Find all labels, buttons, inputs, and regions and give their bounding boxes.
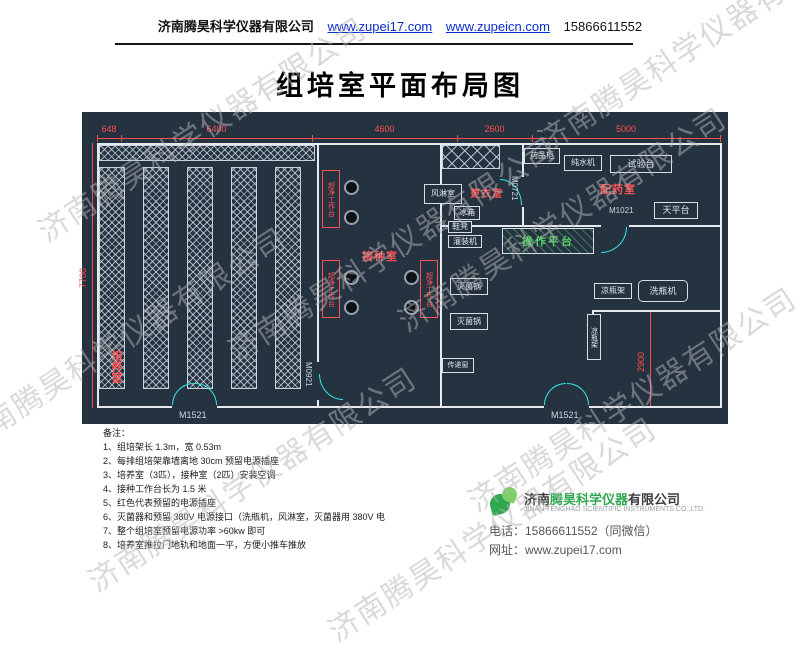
stool — [344, 270, 359, 285]
dimension-value: 6400 — [206, 124, 227, 134]
footer-company-part: 济南 — [524, 492, 551, 507]
note-item: 2、每排组培架靠墙离地 30cm 预留电源插座 — [103, 456, 280, 466]
footer-company-part: 腾昊科学仪器 — [550, 492, 629, 507]
culture-rack — [231, 167, 257, 389]
dimension-value: 2600 — [484, 124, 505, 134]
sterilizer: 灭菌锅 — [450, 278, 488, 295]
culture-rack-horizontal — [99, 145, 315, 161]
wall-dispensing-hall — [442, 225, 601, 227]
bottle-washer: 洗瓶机 — [638, 280, 688, 302]
fridge: 冰箱 — [454, 206, 480, 220]
note-item: 3、培养室（3匹），接种室（2匹）安装空调 — [103, 470, 276, 480]
dimension-tick — [457, 135, 458, 142]
hatched-cabinet — [442, 145, 500, 169]
wall-culture-inoculation — [317, 143, 319, 362]
note-item: 6、灭菌器和预留 380V 电源接口（洗瓶机，风淋室，灭菌器用 380V 电 — [103, 512, 386, 522]
bottle-rack: 凉瓶架 — [594, 283, 632, 299]
culture-rack — [143, 167, 169, 389]
room-label-dressing: 更衣室 — [470, 189, 503, 200]
floor-plan-canvas: 648 6400 4600 2600 5000 7700 2900 培养室 接种… — [78, 112, 728, 424]
header-divider — [115, 43, 633, 45]
dimension-tick — [532, 135, 533, 142]
dimension-value: 4600 — [374, 124, 395, 134]
door-code-m1521-left: M1521 — [179, 410, 207, 420]
website-link-2[interactable]: www.zupeicn.com — [445, 19, 550, 34]
page-header: 济南腾昊科学仪器有限公司 www.zupei17.com www.zupeicn… — [0, 16, 800, 35]
medicine-cabinet: 药品柜 — [524, 148, 560, 164]
bottle-rack-vertical: 凉瓶架 — [587, 314, 601, 360]
filling-machine: 灌装机 — [448, 235, 482, 248]
stool — [404, 300, 419, 315]
door-code-m0721: M0721 — [510, 176, 519, 201]
note-item: 1、组培架长 1.3m，宽 0.53m — [103, 442, 222, 452]
shoe-bench: 鞋凳 — [448, 221, 472, 233]
wall-dispensing-hall — [629, 225, 720, 227]
door-code-m1021: M1021 — [609, 206, 634, 215]
notes-label: 备注： — [103, 428, 131, 438]
stool — [344, 180, 359, 195]
note-item: 4、接种工作台长为 1.5 米 — [103, 484, 207, 494]
balance-platform: 天平台 — [654, 202, 698, 219]
wall-dressing-dispensing — [522, 207, 524, 225]
air-shower: 风淋室 — [424, 184, 462, 204]
wall-dressing-dispensing — [522, 143, 524, 177]
door-code-m0921: M0921 — [304, 362, 313, 387]
footer-company-part: 有限公司 — [628, 492, 681, 507]
dimension-line-right — [650, 310, 651, 406]
dimension-line-left — [92, 143, 93, 408]
stool — [404, 270, 419, 285]
door-gap — [544, 404, 589, 410]
clean-bench: 超净工作台 — [322, 260, 340, 318]
page-title: 组培室平面布局图 — [276, 71, 524, 101]
footer-logo-icon — [489, 487, 519, 517]
footer-company-name: 济南腾昊科学仪器有限公司 — [524, 489, 680, 508]
culture-rack — [187, 167, 213, 389]
operation-platform: 操作平台 — [502, 228, 594, 254]
room-label-dispensing: 配药室 — [600, 184, 636, 196]
note-item: 8、培养室推拉门地轨和地面一平，方便小推车推放 — [103, 540, 307, 550]
dimension-tick — [97, 135, 98, 142]
note-item: 7、整个组培室预留电源功率 >60kw 即可 — [103, 526, 266, 536]
clean-bench: 超净工作台 — [420, 260, 438, 318]
notes-block: 备注： 1、组培架长 1.3m，宽 0.53m 2、每排组培架靠墙离地 30cm… — [103, 426, 463, 552]
stool — [344, 300, 359, 315]
test-bench: 试验台 — [610, 155, 672, 173]
dimension-tick — [720, 135, 721, 142]
wall-subroom-top — [592, 310, 720, 312]
dimension-value: 648 — [101, 124, 117, 134]
dimension-value: 5000 — [615, 124, 637, 134]
culture-rack — [99, 167, 125, 389]
wall-culture-inoculation — [317, 400, 319, 408]
dimension-line-top — [97, 138, 720, 139]
water-machine: 纯水机 — [564, 155, 602, 171]
sterilizer: 灭菌锅 — [450, 313, 488, 330]
clean-bench: 超净工作台 — [322, 170, 340, 228]
company-name: 济南腾昊科学仪器有限公司 — [157, 19, 314, 34]
dimension-value: 7700 — [78, 267, 88, 289]
dimension-tick — [121, 135, 122, 142]
phone-number: 15866611552 — [563, 19, 643, 34]
note-item: 5、红色代表预留的电源插座 — [103, 498, 217, 508]
room-label-inoculation: 接种室 — [362, 251, 398, 263]
dimension-tick — [312, 135, 313, 142]
transfer-window: 传递窗 — [442, 358, 474, 373]
website-link-1[interactable]: www.zupei17.com — [327, 19, 433, 34]
room-label-culture: 培养室 — [110, 350, 122, 383]
wall-inoculation-right — [440, 143, 442, 408]
door-code-m1521-right: M1521 — [551, 410, 579, 420]
stool — [344, 210, 359, 225]
door-gap — [172, 404, 217, 410]
footer-website: 网址：www.zupei17.com — [489, 543, 622, 557]
footer-phone: 电话：15866611552（同微信） — [489, 524, 658, 538]
footer-company-english: JINAN TENGHAO SCIENTIFIC INSTRUMENTS CO.… — [524, 506, 705, 513]
culture-rack — [275, 167, 301, 389]
exterior-wall-outline — [97, 143, 722, 408]
